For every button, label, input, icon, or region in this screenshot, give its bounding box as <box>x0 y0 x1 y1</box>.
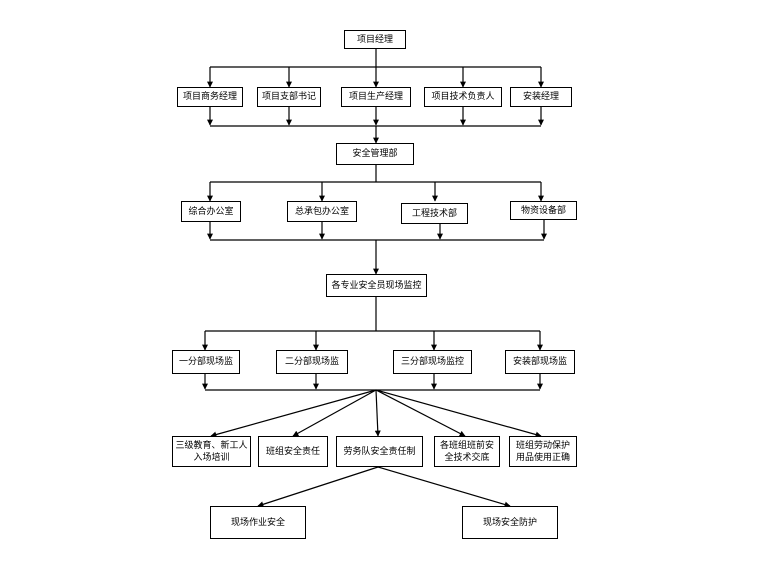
node-level3: 安装部现场监 <box>505 350 575 374</box>
node-level5: 现场作业安全 <box>210 506 306 539</box>
node-level1: 安装经理 <box>510 87 572 107</box>
node-level4: 班组劳动保护 用品使用正确 <box>509 436 577 467</box>
node-level1: 项目技术负责人 <box>424 87 502 107</box>
node-hub1: 安全管理部 <box>336 143 414 165</box>
node-level4: 班组安全责任 <box>258 436 328 467</box>
node-level5: 现场安全防护 <box>462 506 558 539</box>
node-level2: 总承包办公室 <box>287 201 357 222</box>
node-level4: 三级教育、新工人 入场培训 <box>172 436 251 467</box>
node-level2: 综合办公室 <box>181 201 241 222</box>
node-hub2: 各专业安全员现场监控 <box>326 274 427 297</box>
node-level3: 三分部现场监控 <box>393 350 472 374</box>
node-level1: 项目生产经理 <box>341 87 411 107</box>
node-level1: 项目商务经理 <box>177 87 243 107</box>
node-level3: 一分部现场监 <box>172 350 240 374</box>
node-level4: 各班组班前安 全技术交底 <box>434 436 500 467</box>
node-level4: 劳务队安全责任制 <box>336 436 423 467</box>
node-level2: 工程技术部 <box>401 203 468 224</box>
node-level2: 物资设备部 <box>510 201 577 220</box>
node-level1: 项目支部书记 <box>257 87 321 107</box>
node-level3: 二分部现场监 <box>276 350 348 374</box>
node-top: 项目经理 <box>344 30 406 49</box>
